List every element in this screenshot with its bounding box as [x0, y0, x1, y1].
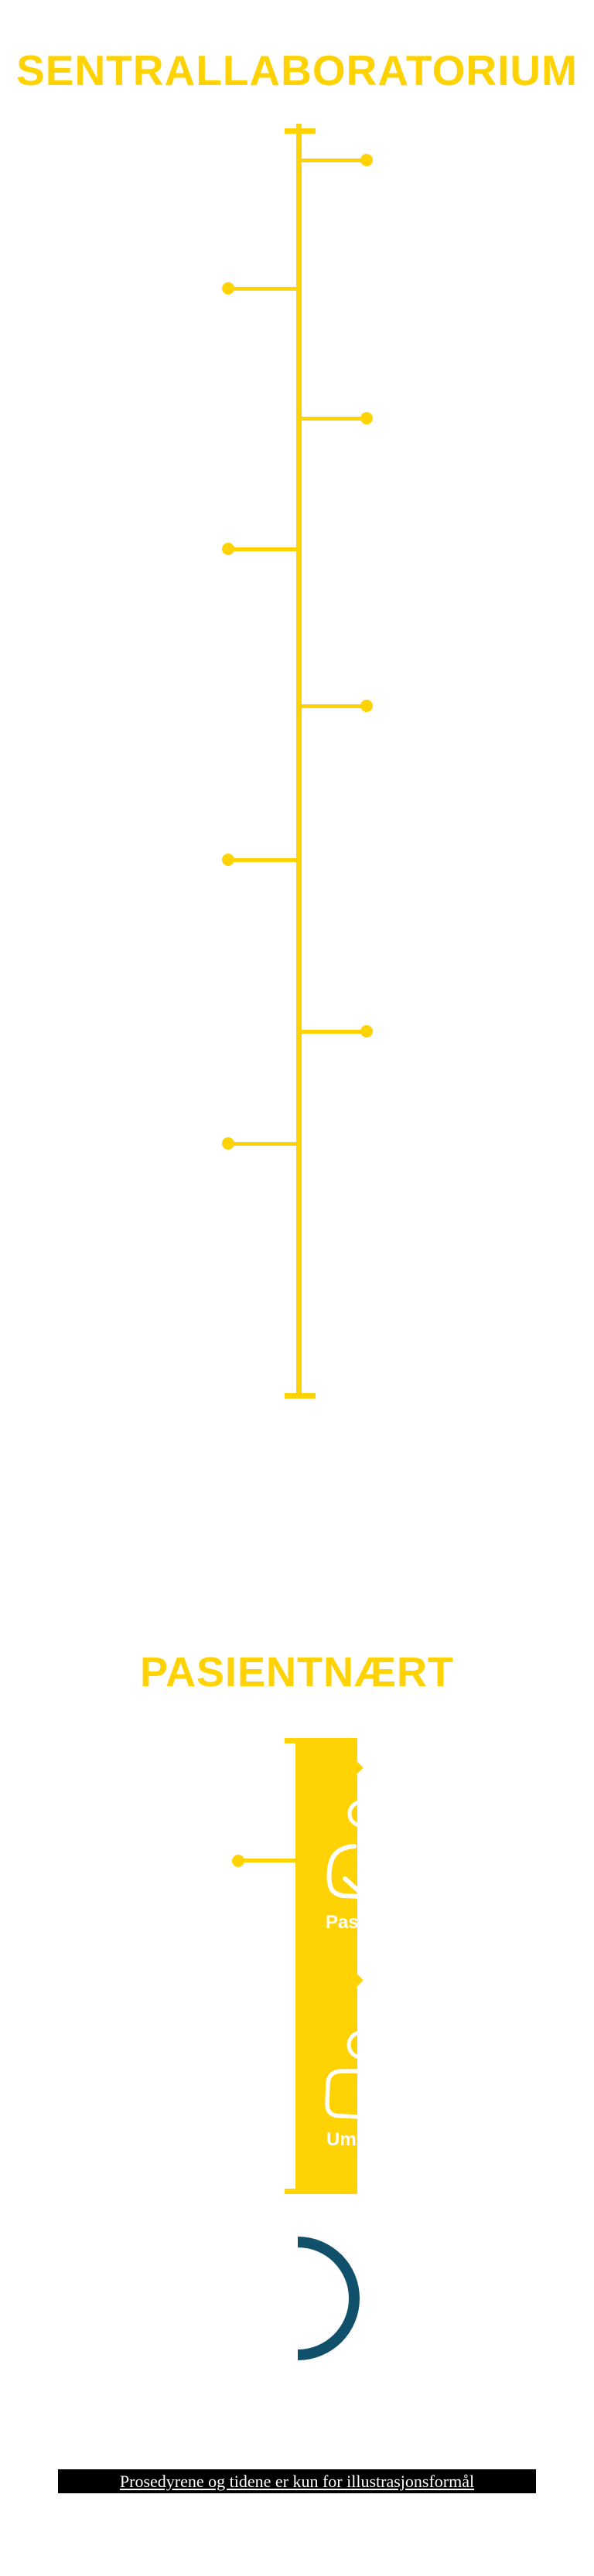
timeline-branch-dot	[222, 543, 234, 555]
half-ring-path	[298, 2237, 360, 2360]
timeline-branch-line-right	[302, 417, 364, 421]
timeline-branch-dot	[232, 1855, 244, 1867]
timeline-branch-dot	[360, 1025, 373, 1038]
timeline-branch-line-left	[230, 287, 296, 291]
timeline-branch-dot	[360, 700, 373, 712]
timeline-branch-line-right	[302, 158, 364, 162]
timeline-branch-line-left	[230, 858, 296, 862]
timeline-branch-dot	[222, 1137, 234, 1150]
disclaimer-text: Prosedyrene og tidene er kun for illustr…	[119, 2471, 475, 2491]
timeline-branch-line-right	[302, 704, 364, 708]
bar-icons	[325, 1760, 357, 2119]
timeline-top-cap	[285, 128, 316, 134]
timeline-axis	[296, 124, 302, 1398]
timeline-branch-line-left	[230, 547, 296, 551]
half-ring-icon	[298, 2237, 360, 2360]
person-head-icon	[347, 1801, 357, 1827]
bar-label-pasient: Pas	[326, 1912, 357, 1933]
pasientnaert-bar: Pas Um	[295, 1738, 357, 2194]
timeline-branch-line-left	[230, 1142, 296, 1146]
timeline-bottom-cap	[285, 1393, 316, 1399]
disclaimer-strip: Prosedyrene og tidene er kun for illustr…	[58, 2469, 536, 2493]
timeline-branch-dot	[360, 154, 373, 166]
bar-label-umiddelbar: Um	[326, 2129, 357, 2150]
person-arm-icon	[343, 1876, 357, 1893]
section-title-sentrallaboratorium: SENTRALLABORATORIUM	[16, 46, 578, 94]
timeline-branch-dot	[222, 282, 234, 295]
person-body-icon	[326, 1844, 357, 1899]
timeline-branch-dot	[222, 854, 234, 866]
person-body-icon	[325, 2069, 357, 2119]
section-title-pasientnaert: PASIENTNÆRT	[139, 1649, 454, 1695]
timeline-branch-dot	[360, 412, 373, 424]
timeline-branch-line-left	[241, 1859, 295, 1862]
person-head-icon	[346, 2031, 357, 2059]
timeline-branch-line-right	[302, 1030, 364, 1034]
